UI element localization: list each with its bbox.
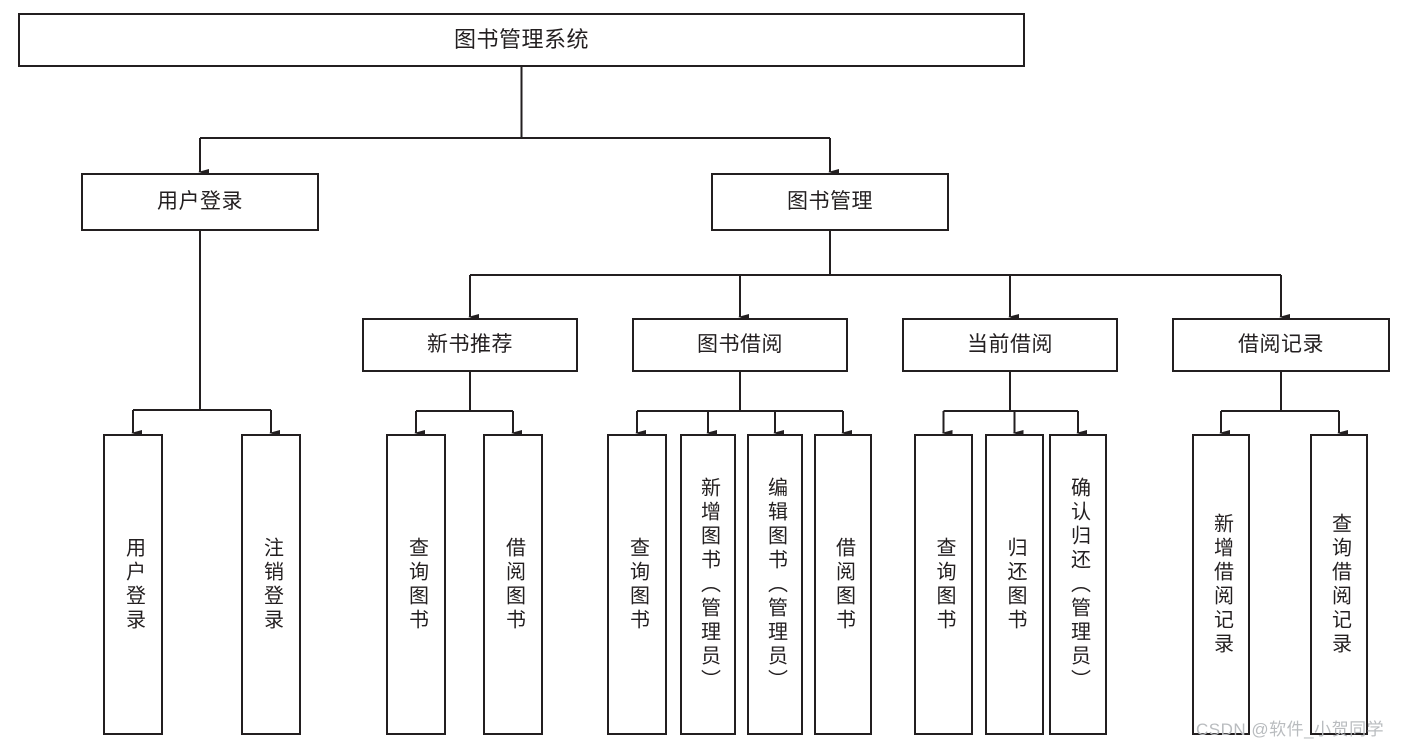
node-root[interactable]: 图书管理系统 bbox=[18, 13, 1025, 67]
node-l-confirm[interactable]: 确认归还（管理员） bbox=[1049, 434, 1107, 735]
node-label: 借阅记录 bbox=[1238, 332, 1324, 356]
node-label: 图书管理系统 bbox=[453, 26, 589, 52]
node-login[interactable]: 用户登录 bbox=[81, 173, 319, 231]
node-label: 归还图书 bbox=[1004, 536, 1026, 633]
node-label: 确认归还（管理员） bbox=[1067, 476, 1090, 693]
node-label: 新书推荐 bbox=[427, 332, 513, 356]
node-label: 编辑图书（管理员） bbox=[764, 476, 787, 693]
node-borrow[interactable]: 图书借阅 bbox=[632, 318, 848, 372]
node-newbook[interactable]: 新书推荐 bbox=[362, 318, 578, 372]
node-bookmgmt[interactable]: 图书管理 bbox=[711, 173, 949, 231]
node-l-addrec[interactable]: 新增借阅记录 bbox=[1192, 434, 1250, 735]
node-label: 借阅图书 bbox=[502, 536, 525, 633]
connector-group bbox=[131, 67, 1348, 436]
node-records[interactable]: 借阅记录 bbox=[1172, 318, 1390, 372]
node-l-query2[interactable]: 查询图书 bbox=[607, 434, 667, 735]
node-label: 注销登录 bbox=[260, 536, 283, 633]
node-l-userlogin[interactable]: 用户登录 bbox=[103, 434, 163, 735]
node-l-return[interactable]: 归还图书 bbox=[985, 434, 1044, 735]
csdn-watermark: CSDN @软件_小贺同学 bbox=[1196, 720, 1385, 739]
node-l-editbook[interactable]: 编辑图书（管理员） bbox=[747, 434, 803, 735]
node-current[interactable]: 当前借阅 bbox=[902, 318, 1118, 372]
node-l-borrow2[interactable]: 借阅图书 bbox=[814, 434, 872, 735]
node-label: 新增借阅记录 bbox=[1210, 512, 1233, 657]
node-label: 用户登录 bbox=[157, 189, 243, 213]
node-label: 图书借阅 bbox=[697, 332, 783, 356]
node-l-addbook[interactable]: 新增图书（管理员） bbox=[680, 434, 736, 735]
node-label: 查询借阅记录 bbox=[1328, 512, 1351, 657]
node-label: 用户登录 bbox=[122, 536, 145, 633]
node-label: 当前借阅 bbox=[967, 332, 1053, 356]
node-l-queryrec[interactable]: 查询借阅记录 bbox=[1310, 434, 1368, 735]
node-l-query1[interactable]: 查询图书 bbox=[386, 434, 446, 735]
node-label: 查询图书 bbox=[405, 536, 428, 633]
node-label: 借阅图书 bbox=[832, 536, 855, 633]
node-l-logout[interactable]: 注销登录 bbox=[241, 434, 301, 735]
node-label: 查询图书 bbox=[933, 536, 955, 633]
node-l-borrow1[interactable]: 借阅图书 bbox=[483, 434, 543, 735]
node-label: 新增图书（管理员） bbox=[697, 476, 720, 693]
node-label: 查询图书 bbox=[626, 536, 649, 633]
node-l-query3[interactable]: 查询图书 bbox=[914, 434, 973, 735]
node-label: 图书管理 bbox=[787, 189, 873, 213]
